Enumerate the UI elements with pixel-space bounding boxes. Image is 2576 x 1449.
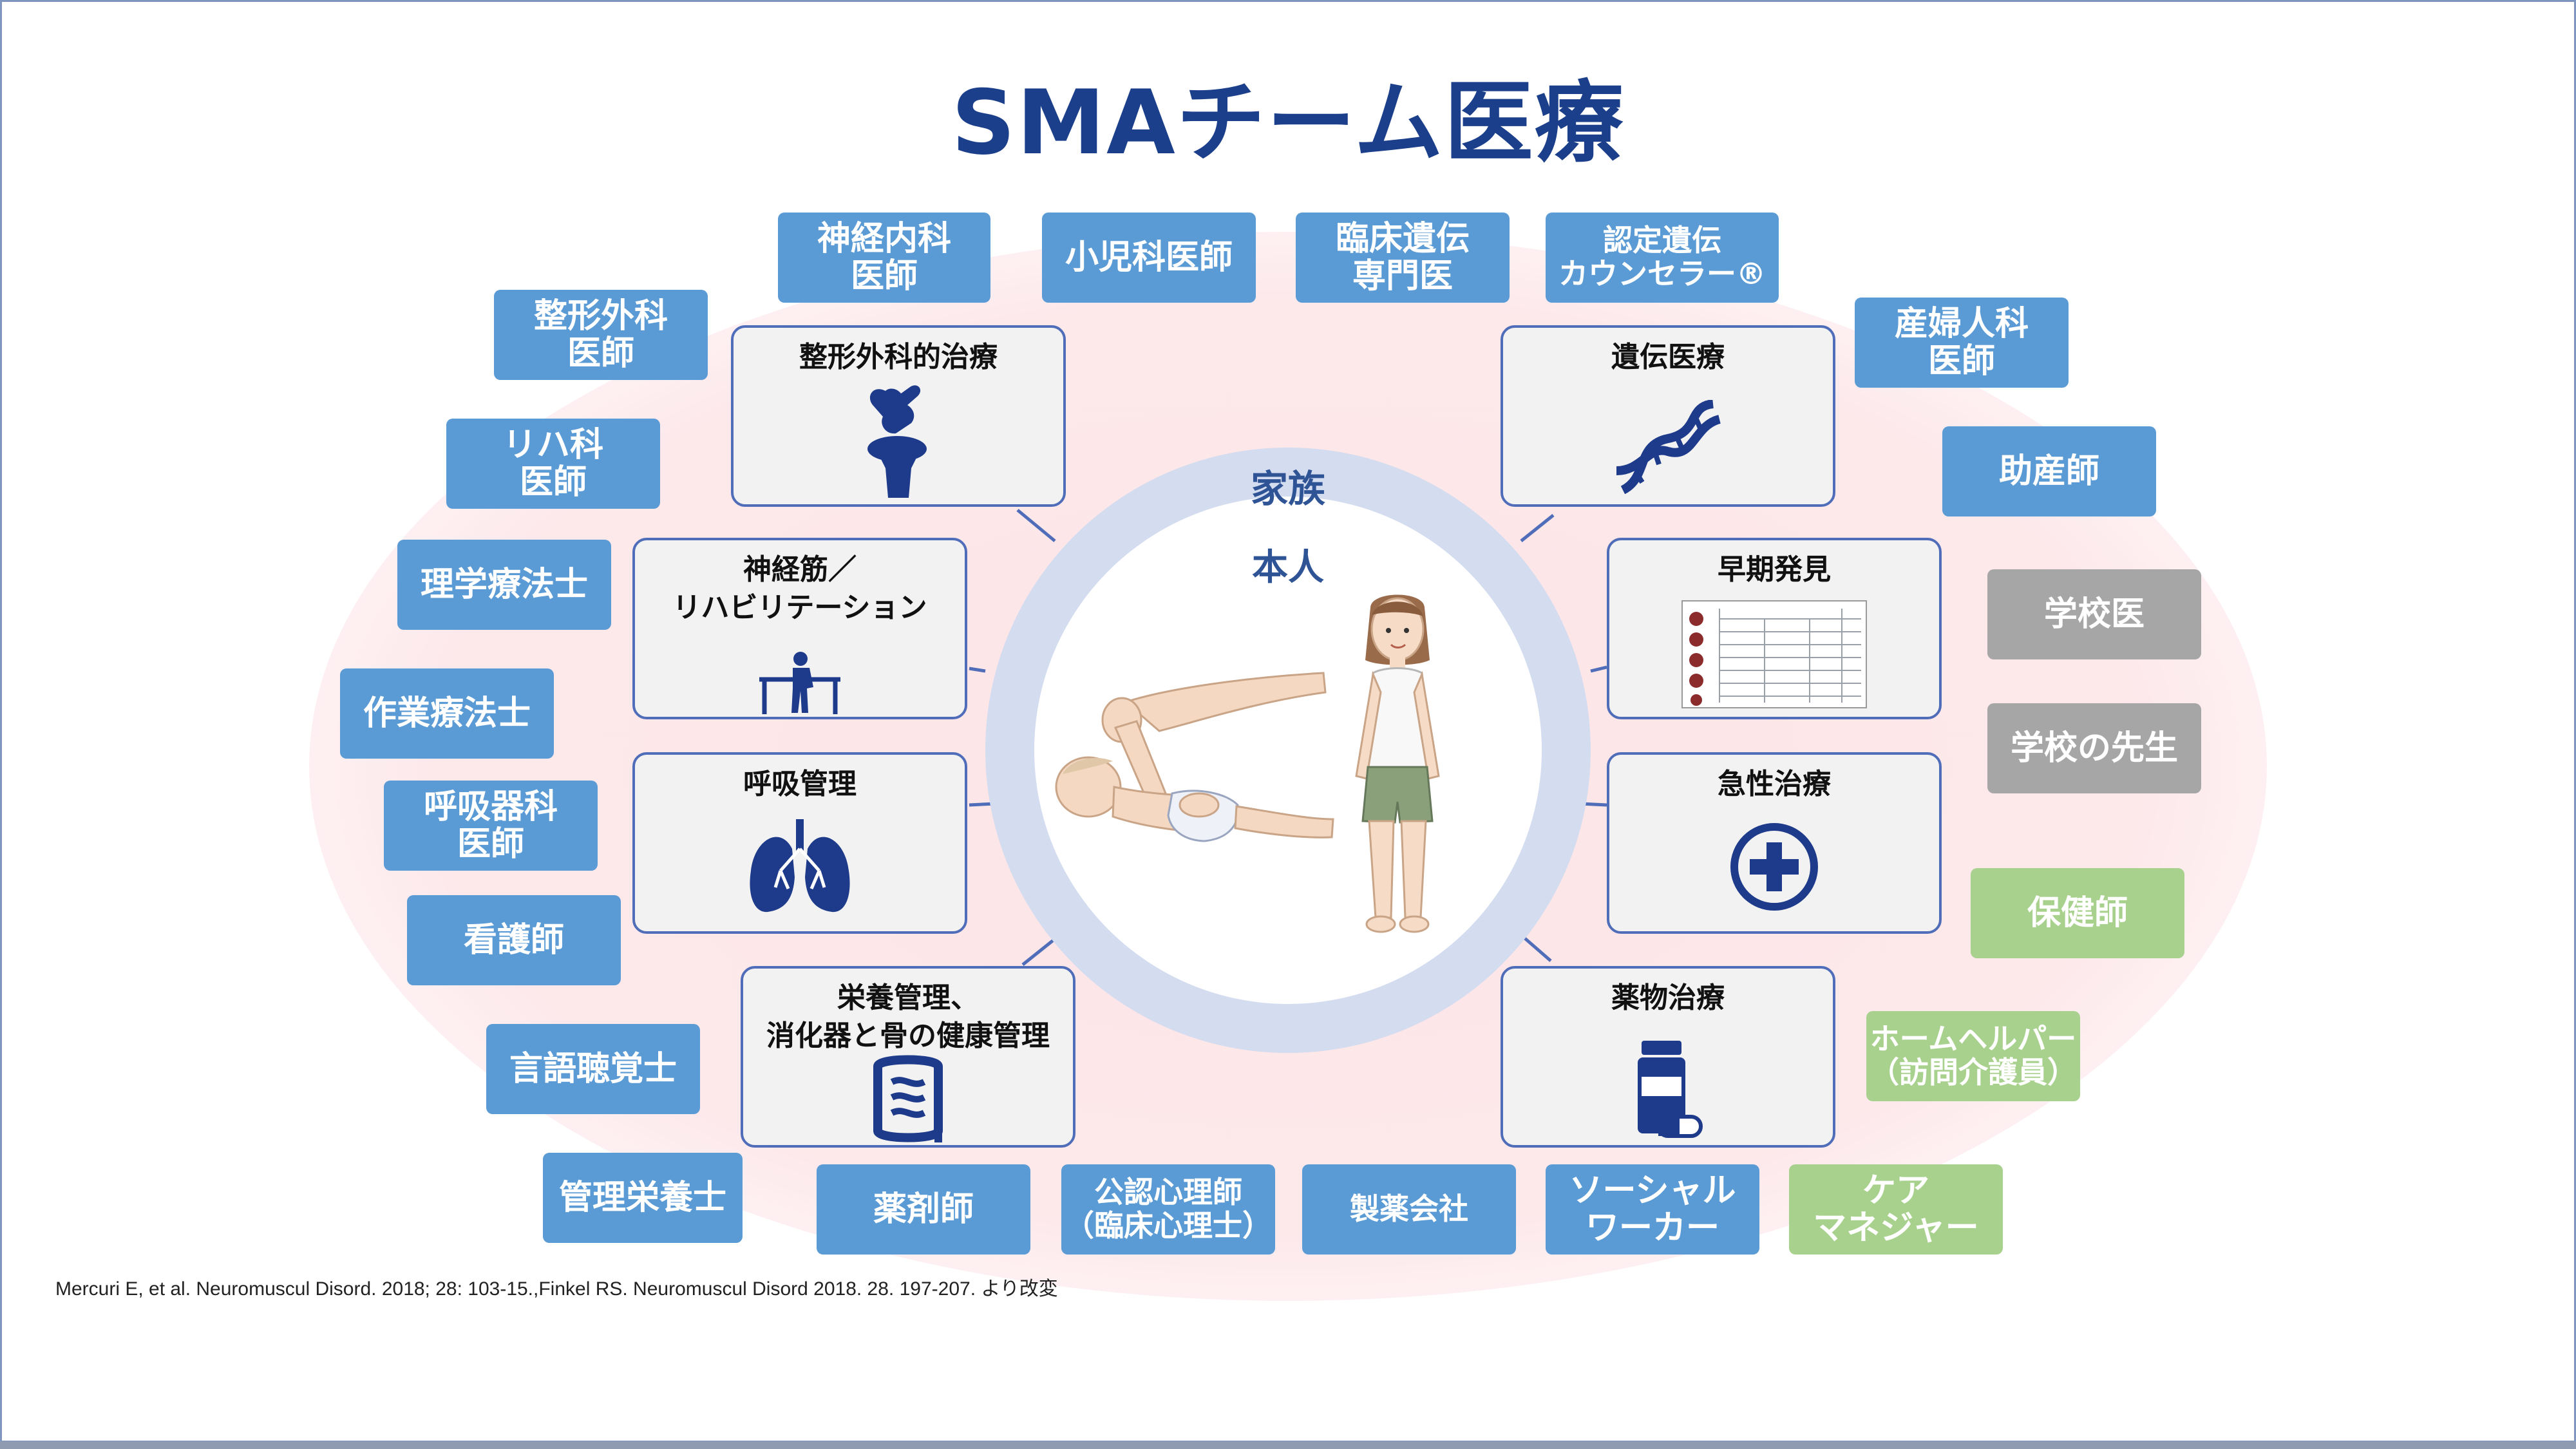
role-orthopedics: 整形外科 医師: [494, 290, 708, 380]
care-card-respiratory: 呼吸管理: [632, 752, 967, 934]
care-label-neuromuscular-rehab: 神経筋／ リハビリテーション: [672, 553, 927, 625]
role-respiratory-doctor: 呼吸器科 医師: [384, 781, 598, 871]
care-card-early-detection: 早期発見: [1607, 538, 1942, 719]
role-home-helper: ホームヘルパー （訪問介護員）: [1866, 1011, 2080, 1101]
care-label-early-detection: 早期発見: [1718, 553, 1831, 586]
care-label-orthopedic: 整形外科的治療: [799, 341, 998, 374]
care-card-acute: 急性治療: [1607, 752, 1942, 934]
connector-rehab: [969, 667, 986, 673]
care-card-genetic: 遺伝医療: [1501, 325, 1835, 507]
infant-illustration: [1055, 672, 1334, 842]
role-genetic-counselor: 認定遺伝 カウンセラー®: [1546, 213, 1779, 303]
care-label-acute: 急性治療: [1718, 768, 1831, 800]
girl-illustration: [1355, 594, 1440, 933]
intestine-icon: [873, 1055, 943, 1142]
role-pharma-company: 製薬会社: [1302, 1164, 1516, 1255]
connector-genetic: [1520, 514, 1555, 542]
care-card-neuromuscular-rehab: 神経筋／ リハビリテーション: [632, 538, 967, 719]
medicine-bottle-icon: [1638, 1041, 1703, 1138]
role-clinical-genetics: 臨床遺伝 専門医: [1296, 213, 1510, 303]
role-pediatrics: 小児科医師: [1042, 213, 1256, 303]
role-nurse: 看護師: [407, 895, 621, 985]
care-card-nutrition: 栄養管理、 消化器と骨の健康管理: [741, 966, 1075, 1148]
care-card-drug: 薬物治療: [1501, 966, 1835, 1148]
connector-early: [1590, 665, 1607, 673]
patient-circle: [1034, 497, 1542, 1004]
dna-icon: [1616, 400, 1721, 495]
bottom-bar: [0, 1441, 2576, 1449]
role-dietitian: 管理栄養士: [543, 1153, 743, 1243]
newborn-screening-card-icon: [1681, 600, 1867, 708]
role-obgyn: 産婦人科 医師: [1855, 298, 2069, 388]
lungs-icon: [750, 819, 850, 913]
role-midwife: 助産師: [1942, 426, 2156, 516]
bone-joint-icon: [867, 385, 927, 498]
role-neurology: 神経内科 医師: [778, 213, 990, 303]
role-school-doctor: 学校医: [1987, 569, 2201, 659]
care-label-genetic: 遺伝医療: [1611, 341, 1725, 374]
care-label-nutrition: 栄養管理、 消化器と骨の健康管理: [766, 981, 1050, 1053]
role-occupational-therapist: 作業療法士: [340, 668, 554, 759]
connector-orthopedic: [1016, 509, 1056, 542]
care-label-drug: 薬物治療: [1611, 981, 1725, 1014]
care-card-orthopedic: 整形外科的治療: [731, 325, 1066, 507]
slide-title: SMAチーム医療: [951, 71, 1625, 175]
role-physical-therapist: 理学療法士: [397, 540, 611, 630]
connector-drug: [1520, 934, 1552, 962]
role-psychologist: 公認心理師 （臨床心理士）: [1061, 1164, 1275, 1255]
family-label: 家族: [1250, 467, 1325, 511]
role-public-health-nurse: 保健師: [1971, 868, 2184, 958]
role-school-teacher: 学校の先生: [1987, 703, 2201, 793]
patient-label: 本人: [1252, 547, 1324, 589]
role-pharmacist: 薬剤師: [817, 1164, 1030, 1255]
role-speech-therapist: 言語聴覚士: [486, 1024, 700, 1114]
role-rehab-doctor: リハ科 医師: [446, 419, 660, 509]
medical-cross-icon: [1730, 823, 1818, 911]
connector-nutrition: [1021, 938, 1056, 966]
role-social-worker: ソーシャル ワーカー: [1546, 1164, 1759, 1255]
citation: Mercuri E, et al. Neuromuscul Disord. 20…: [55, 1278, 1058, 1300]
role-care-manager: ケア マネジャー: [1789, 1164, 2003, 1255]
care-label-respiratory: 呼吸管理: [743, 768, 857, 800]
walking-rehab-icon: [759, 652, 840, 714]
